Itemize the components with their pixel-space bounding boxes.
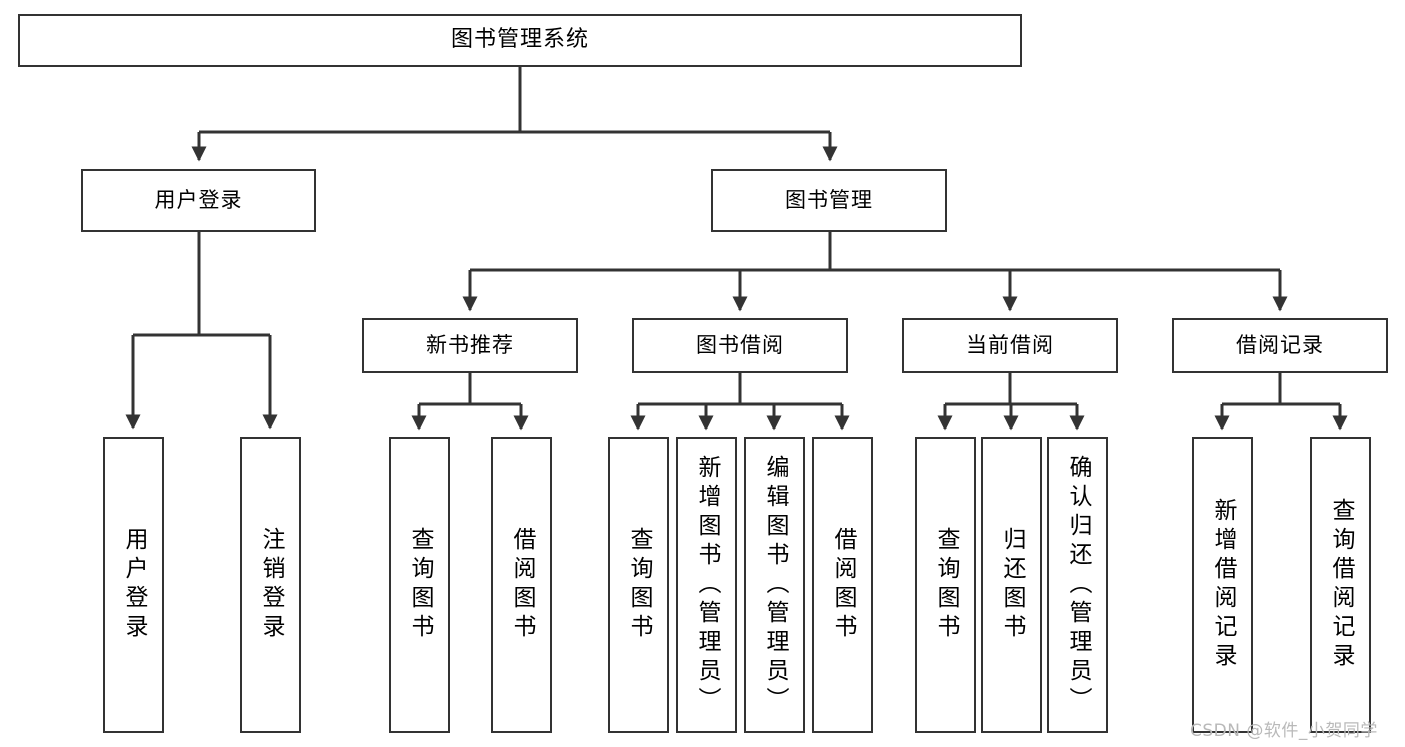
- node-label: 新增借阅记录: [1210, 498, 1236, 672]
- node-label: 新增图书（管理员）: [694, 454, 720, 716]
- node-book-borrow[interactable]: 图书借阅: [632, 318, 848, 373]
- leaf-logout[interactable]: 注销登录: [240, 437, 301, 733]
- leaf-add-book[interactable]: 新增图书（管理员）: [676, 437, 737, 733]
- leaf-edit-book[interactable]: 编辑图书（管理员）: [744, 437, 805, 733]
- node-label: 查询图书: [407, 527, 433, 643]
- leaf-confirm-return[interactable]: 确认归还（管理员）: [1047, 437, 1108, 733]
- node-label: 图书管理: [785, 187, 873, 212]
- csdn-watermark: CSDN @软件_小贺同学: [1190, 721, 1378, 741]
- node-label: 用户登录: [121, 527, 147, 643]
- node-label: 当前借阅: [966, 332, 1054, 357]
- node-label: 借阅记录: [1236, 332, 1324, 357]
- node-label: 图书借阅: [696, 332, 784, 357]
- leaf-query-book-current[interactable]: 查询图书: [915, 437, 976, 733]
- node-label: 查询图书: [626, 527, 652, 643]
- node-label: 借阅图书: [830, 527, 856, 643]
- node-label: 查询借阅记录: [1328, 498, 1354, 672]
- node-label: 借阅图书: [509, 527, 535, 643]
- node-label: 确认归还（管理员）: [1065, 454, 1091, 716]
- node-user-login[interactable]: 用户登录: [81, 169, 316, 232]
- leaf-borrow-book[interactable]: 借阅图书: [812, 437, 873, 733]
- node-label: 图书管理系统: [450, 27, 589, 53]
- node-borrow-record[interactable]: 借阅记录: [1172, 318, 1388, 373]
- leaf-query-book-recommend[interactable]: 查询图书: [389, 437, 450, 733]
- node-label: 归还图书: [999, 527, 1025, 643]
- node-label: 查询图书: [933, 527, 959, 643]
- node-current-borrow[interactable]: 当前借阅: [902, 318, 1118, 373]
- leaf-borrow-book-recommend[interactable]: 借阅图书: [491, 437, 552, 733]
- node-label: 注销登录: [258, 527, 284, 643]
- node-label: 新书推荐: [426, 332, 514, 357]
- node-book-management[interactable]: 图书管理: [711, 169, 947, 232]
- leaf-query-book-borrow[interactable]: 查询图书: [608, 437, 669, 733]
- leaf-return-book[interactable]: 归还图书: [981, 437, 1042, 733]
- node-new-book-recommend[interactable]: 新书推荐: [362, 318, 578, 373]
- node-label: 用户登录: [154, 187, 243, 212]
- leaf-user-login[interactable]: 用户登录: [103, 437, 164, 733]
- node-root-book-management-system[interactable]: 图书管理系统: [18, 14, 1022, 67]
- leaf-add-borrow-record[interactable]: 新增借阅记录: [1192, 437, 1253, 733]
- node-label: 编辑图书（管理员）: [762, 454, 788, 716]
- leaf-query-borrow-record[interactable]: 查询借阅记录: [1310, 437, 1371, 733]
